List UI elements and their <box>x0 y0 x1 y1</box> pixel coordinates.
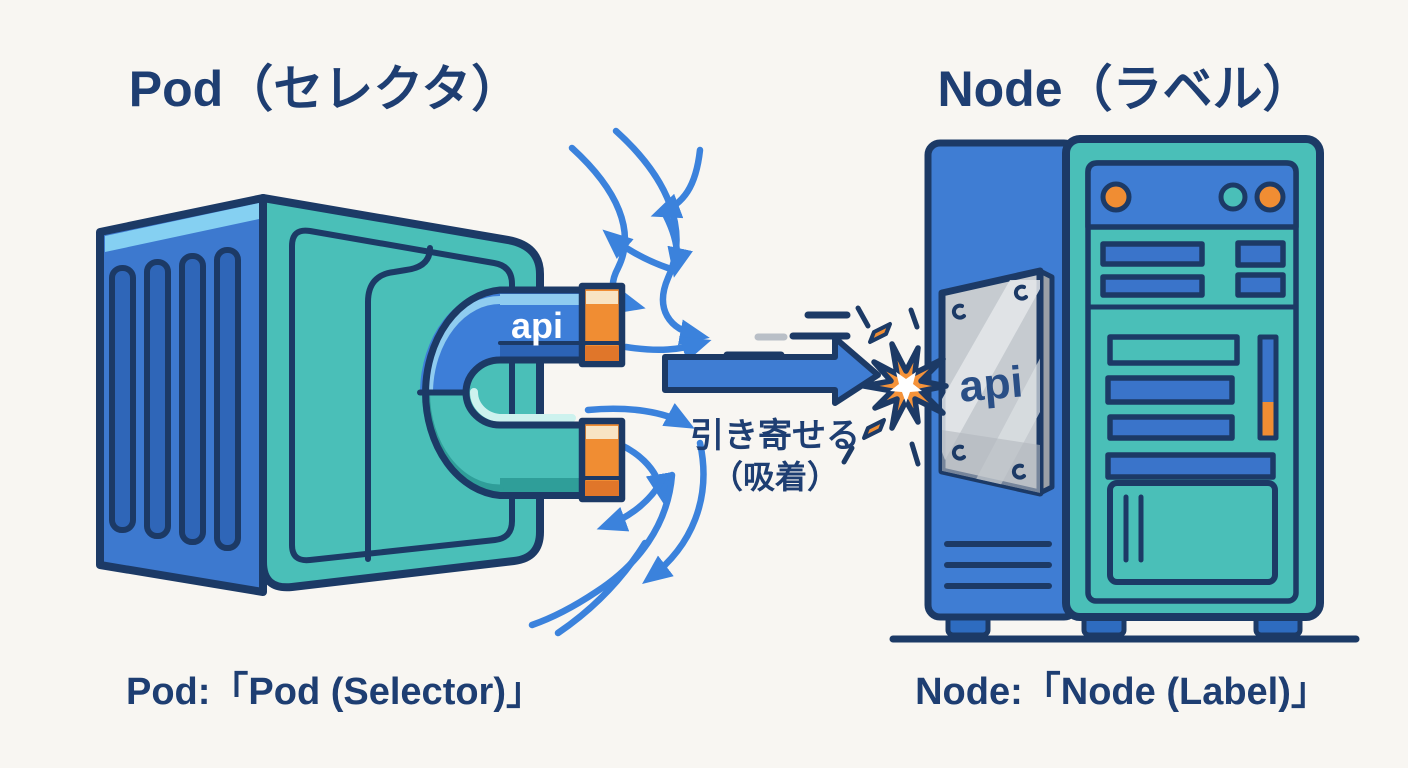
caption-node: Node:「Node (Label)」 <box>915 671 1329 713</box>
indicator-orange-segment <box>1260 402 1276 438</box>
field-line <box>650 146 704 219</box>
field-line <box>622 336 712 362</box>
pod-cube <box>96 194 544 596</box>
title-node: Node（ラベル） <box>938 61 1313 117</box>
magnet-underside <box>500 343 582 360</box>
server-bays <box>1100 240 1286 298</box>
server-bar-small <box>1235 240 1286 268</box>
burst-core <box>890 372 922 403</box>
attraction-arrow <box>662 335 881 406</box>
server-bar <box>1100 241 1205 267</box>
pod-front-face <box>259 194 544 592</box>
attraction-label-line1: 引き寄せる <box>690 417 860 455</box>
server-led-orange <box>1254 181 1286 213</box>
node-server: api <box>889 135 1360 643</box>
pod-slot <box>144 259 171 539</box>
server-bar-small <box>1235 272 1286 298</box>
pole-cream-band <box>586 426 618 439</box>
server-slot-blue <box>1105 375 1235 405</box>
pole-dark-band <box>585 346 619 361</box>
impact-burst <box>841 305 949 467</box>
server-bar <box>1100 274 1205 298</box>
magnet: api <box>417 282 626 503</box>
pod-front-panel-line <box>289 227 515 564</box>
server-side-vents <box>944 541 1052 589</box>
server-led-teal <box>1218 182 1248 212</box>
field-line <box>602 229 672 272</box>
burst-shards <box>841 305 921 467</box>
server-top-strip <box>1085 160 1299 230</box>
magnet-pole-bottom <box>578 417 626 503</box>
attraction-arrow-group <box>662 311 881 406</box>
server-slot-blue <box>1107 414 1235 441</box>
field-line <box>642 439 707 585</box>
pod-top-highlight <box>105 203 259 252</box>
field-line <box>528 471 676 629</box>
magnet-api-label: api <box>511 305 563 346</box>
server-led-orange <box>1100 181 1132 213</box>
server-vertical-indicator <box>1257 334 1279 441</box>
server-slot-outline <box>1107 334 1240 366</box>
pod-slot <box>214 247 241 551</box>
server-slot-wide <box>1105 452 1276 480</box>
caption-pod: Pod:「Pod (Selector)」 <box>126 671 544 713</box>
plate-api-label: api <box>957 357 1025 411</box>
magnet-lower-shade <box>500 478 582 495</box>
field-line <box>554 539 649 637</box>
magnet-pole-top <box>578 282 626 368</box>
pole-cream-band <box>586 291 618 304</box>
field-line <box>662 212 693 278</box>
pod-slot <box>109 265 136 533</box>
plate-screws <box>951 284 1028 480</box>
magnet-mint-highlight <box>470 388 576 422</box>
pod-door-line <box>365 245 433 562</box>
node-api-plate: api <box>938 267 1055 497</box>
title-pod: Pod（セレクタ） <box>129 61 521 117</box>
attraction-label-line2: （吸着） <box>711 459 839 495</box>
server-bottom-bay <box>1107 480 1278 585</box>
field-line <box>584 403 695 429</box>
pole-dark-band <box>585 481 619 496</box>
field-line <box>596 476 666 532</box>
pod-slot <box>179 253 206 545</box>
magnet-outer-highlight <box>425 295 586 394</box>
